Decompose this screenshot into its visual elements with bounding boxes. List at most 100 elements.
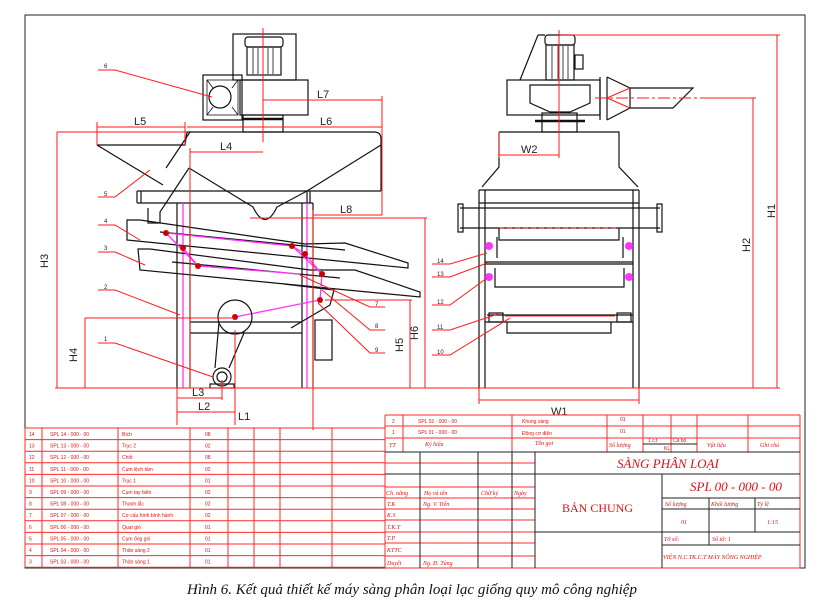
sig-role: KTTC: [386, 548, 403, 554]
part-name: Thân sàng 1: [122, 560, 150, 566]
motor-cap: [544, 34, 576, 46]
dim-l6: L6: [320, 116, 332, 128]
dim-l2: L2: [198, 401, 210, 413]
screen-1: [485, 237, 633, 265]
sig-header-ho-ten: Họ và tên: [423, 491, 447, 497]
drawing-code: SPL 00 - 000 - 00: [690, 479, 782, 494]
part-qty: 01: [620, 417, 626, 423]
part-qty: 08: [205, 455, 211, 461]
dim-h5: H5: [394, 338, 406, 352]
part-no: 8: [29, 502, 32, 508]
side-view-dimensions: H3 H4 H5 H6 L5 L6 L7 L4 L8 L3 L2 L1: [39, 89, 427, 430]
sig-header-ngay: Ngày: [513, 491, 527, 497]
fan-housing: [239, 79, 309, 116]
part-code: SPL 09 - 000 - 00: [50, 490, 89, 496]
part-name: Cụm tay biên: [122, 490, 152, 496]
part-code: SPL 03 - 000 - 00: [50, 560, 89, 566]
dim-h1: H1: [766, 204, 778, 218]
callout-6: 6: [104, 64, 108, 70]
part-code: SPL 02 - 000 - 00: [418, 419, 457, 425]
part-code: SPL 12 - 000 - 00: [50, 455, 89, 461]
part-name: Bích: [122, 432, 132, 438]
part-code: SPL 14 - 000 - 00: [50, 432, 89, 438]
part-name: Cụm ống gió: [122, 536, 151, 542]
part-name: Trục 2: [122, 444, 136, 450]
part-code: SPL 01 - 000 - 00: [418, 430, 457, 436]
part-qty: 08: [205, 432, 211, 438]
frame-legs: [176, 203, 314, 388]
ti-le-label: Tỷ lệ: [757, 502, 769, 508]
title-block: 2 SPL 02 - 000 - 00 Khung sàng 01 1 SPL …: [384, 414, 801, 569]
part-qty: 01: [620, 429, 626, 435]
dim-l4: L4: [220, 141, 232, 153]
part-name: Cơ cấu hình bình hành: [122, 513, 173, 519]
so-to: Số tờ: 1: [712, 536, 731, 543]
header-ky-hieu: Ký hiệu: [424, 442, 444, 448]
part-qty: 01: [205, 560, 211, 566]
figure-caption: Hình 6. Kết quả thiết kế máy sàng phân l…: [187, 582, 637, 598]
frame-front: [478, 189, 640, 388]
motor-body: [545, 44, 575, 81]
callout-4: 4: [104, 219, 108, 225]
callout-1: 1: [104, 337, 108, 343]
part-qty: 01: [205, 548, 211, 554]
khoi-luong-label: Khối lượng: [710, 501, 738, 508]
fan-box: [202, 74, 243, 121]
part-name: Cụm lệch tâm: [122, 467, 153, 473]
dim-h3: H3: [39, 254, 51, 268]
header-so-luong: Số lượng: [609, 442, 631, 449]
hopper-front: [481, 131, 639, 188]
dim-l5: L5: [134, 116, 146, 128]
drawing-title: SÀNG PHÂN LOẠI: [617, 456, 720, 471]
so-luong-label: Số lượng: [665, 501, 687, 508]
part-qty: 01: [205, 536, 211, 542]
part-name: Thân sàng 2: [122, 548, 150, 554]
sig-name: Ng. V. Tiến: [422, 501, 449, 508]
part-no: 9: [29, 490, 32, 496]
front-view-callouts: 14 13 12 11 10: [432, 252, 511, 356]
sig-role: T.K: [387, 502, 396, 508]
callout-12: 12: [437, 300, 444, 306]
part-code: SPL 05 - 000 - 00: [50, 536, 89, 542]
header-kl-ca-bo: Cả bộ: [673, 438, 687, 444]
part-code: SPL 13 - 000 - 00: [50, 444, 89, 450]
to-so: Tờ số:: [664, 536, 679, 543]
dim-w2: W2: [521, 144, 538, 156]
part-code: SPL 11 - 000 - 00: [50, 467, 89, 473]
callout-3: 3: [104, 246, 108, 252]
fan-icon: [208, 85, 232, 109]
part-name: Khung sàng: [522, 419, 549, 425]
part-no: 1: [392, 430, 395, 436]
organization: VIỆN N.C.TK.C.T MÁY NÔNG NGHIỆP: [663, 553, 762, 561]
dim-w1: W1: [551, 406, 568, 418]
part-no: 4: [29, 548, 32, 554]
sig-role: T.K.T: [387, 525, 401, 531]
part-qty: 02: [205, 513, 211, 519]
screen-body-2: [126, 219, 409, 269]
part-code: SPL 07 - 000 - 00: [50, 513, 89, 519]
part-name: Chốt: [122, 455, 133, 461]
part-code: SPL 10 - 000 - 00: [50, 478, 89, 484]
motor-mount: [232, 33, 297, 81]
part-no: 7: [29, 513, 32, 519]
callout-14: 14: [437, 259, 444, 265]
sig-header-chu-ky: Chữ ký: [481, 491, 498, 497]
dim-l7: L7: [317, 89, 329, 101]
part-no: 11: [29, 467, 34, 473]
part-no: 13: [29, 444, 35, 450]
header-ghi-chu: Ghi chú: [760, 443, 779, 449]
part-no: 14: [29, 432, 35, 438]
so-luong-value: 01: [681, 520, 687, 526]
header-tt: TT: [389, 443, 396, 449]
callout-10: 10: [437, 350, 444, 356]
motor-cap: [244, 36, 284, 48]
part-name: Trục 1: [122, 478, 136, 484]
callout-5: 5: [104, 192, 108, 198]
sig-name: Ng. Đ. Tùng: [422, 561, 453, 567]
ti-le-value: 1:15: [767, 520, 778, 526]
part-no: 12: [29, 455, 35, 461]
header-ten-goi: Tên gọi: [535, 441, 554, 447]
header-kl-1ct: 1 c.t: [648, 438, 658, 444]
dim-l1: L1: [238, 411, 250, 423]
drawing-type: BẢN CHUNG: [562, 501, 633, 515]
